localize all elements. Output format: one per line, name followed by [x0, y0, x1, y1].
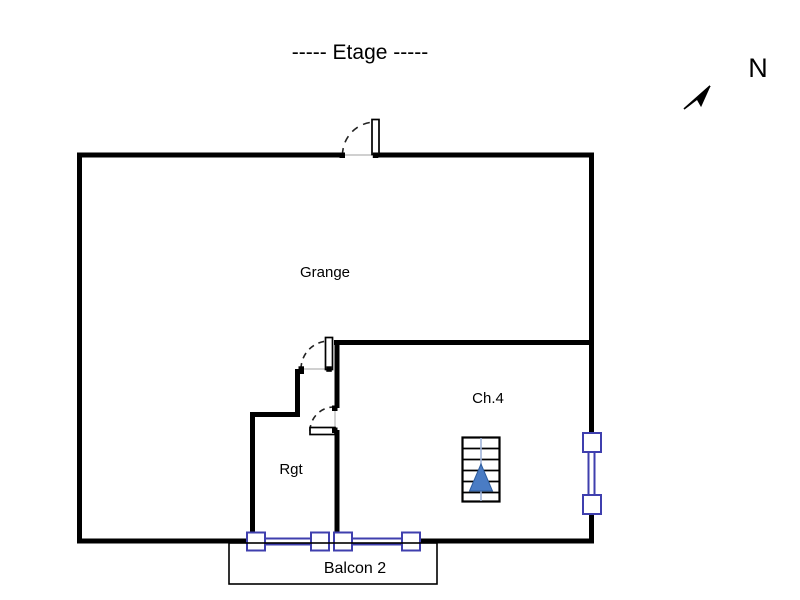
door-rgt-ch4	[309, 405, 338, 436]
north-label: N	[748, 53, 768, 83]
door-hinge	[372, 152, 379, 158]
door-swing-arc	[300, 340, 330, 370]
door-hinge	[332, 427, 338, 433]
wall-outer-bottom-right	[420, 515, 594, 544]
balcony-outline	[228, 542, 438, 585]
north-arrow-icon	[683, 85, 711, 110]
window-ch4-right	[582, 432, 602, 515]
door-swing-arc	[341, 121, 376, 156]
door-hinge	[332, 405, 338, 411]
wall-rgt-step	[250, 369, 304, 541]
door-grange-rgt	[298, 336, 334, 372]
staircase	[461, 436, 501, 503]
interior-walls	[250, 340, 594, 541]
door-hinge	[339, 152, 345, 158]
window-balcony-right	[333, 531, 421, 552]
door-leaf	[309, 426, 336, 436]
window-balcony-left	[246, 531, 330, 552]
room-label-ch4: Ch.4	[472, 390, 504, 407]
room-label-grange: Grange	[300, 264, 350, 281]
door-hinge	[326, 366, 332, 372]
room-label-balcon: Balcon 2	[324, 560, 386, 577]
wall-outer-left	[77, 152, 342, 544]
windows	[246, 432, 602, 552]
room-label-rgt: Rgt	[279, 461, 303, 478]
staircase-direction-arrow	[468, 462, 494, 492]
plan-title: ----- Etage -----	[292, 41, 428, 64]
door-leaf	[371, 118, 380, 156]
door-hinge	[298, 366, 304, 372]
door-leaf	[324, 336, 334, 371]
door-grange-top	[339, 118, 380, 158]
